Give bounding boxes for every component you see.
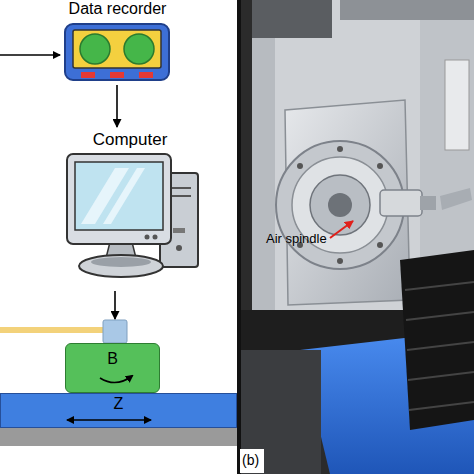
node-text: B [66,350,159,368]
drawing-part [240,449,264,473]
drawing-part [67,419,151,421]
drawing-part [110,72,124,78]
drawing-part [153,235,158,240]
drawing-part [91,257,151,267]
drawing-part [445,60,469,150]
drawing-part [173,228,185,233]
drawing-part [81,72,95,78]
computer-node: Computer [55,128,205,290]
drawing-part [377,242,383,248]
drawing-part [406,312,474,320]
drawing-part [75,162,163,230]
drawing-part [409,402,474,410]
drawing-part [420,196,436,210]
drawing-part [405,282,474,290]
arrow-connector [116,85,118,127]
drawing-part [0,327,104,333]
drawing-part [0,428,237,446]
panel-label: (b) [242,452,259,468]
part-label: Air spindle [266,231,327,246]
drawing-part [237,0,241,474]
drawing-part [100,376,132,383]
drawing-part [337,258,343,264]
drawing-part [310,175,370,235]
drawing-part [67,154,171,244]
drawing-part [145,235,150,240]
drawing-part [380,190,422,216]
drawing-part [79,255,163,277]
drawing-part [65,24,169,80]
drawing-part [340,0,474,20]
drawing-part [241,350,321,474]
drawing-part [337,146,343,152]
drawing-part [407,342,474,350]
arrow-connector [114,291,116,319]
drawing-part [440,188,472,210]
node-text: Z [1,395,236,413]
node-icon [63,22,171,82]
drawing-part [408,372,474,380]
rotary-b-axis: B [65,343,160,393]
drawing-part [80,34,110,64]
drawing-part [0,54,60,56]
drawing-part [139,72,153,78]
recorder-node: Data recorder [55,0,180,84]
drawing-part [176,245,182,251]
linear-z-axis: Z [0,393,237,428]
drawing-part [103,320,127,343]
drawing-part [103,168,145,224]
node-text: Data recorder [55,0,180,18]
drawing-part [252,38,275,350]
drawing-part [124,34,154,64]
node-text: Computer [55,130,205,150]
node-icon [55,128,205,290]
drawing-part [330,221,353,238]
drawing-part [237,0,474,474]
drawing-part [377,163,383,169]
drawing-part [297,163,303,169]
drawing-part [252,0,332,38]
drawing-part [73,30,161,68]
drawing-part [400,250,474,430]
drawing-part [328,193,352,217]
